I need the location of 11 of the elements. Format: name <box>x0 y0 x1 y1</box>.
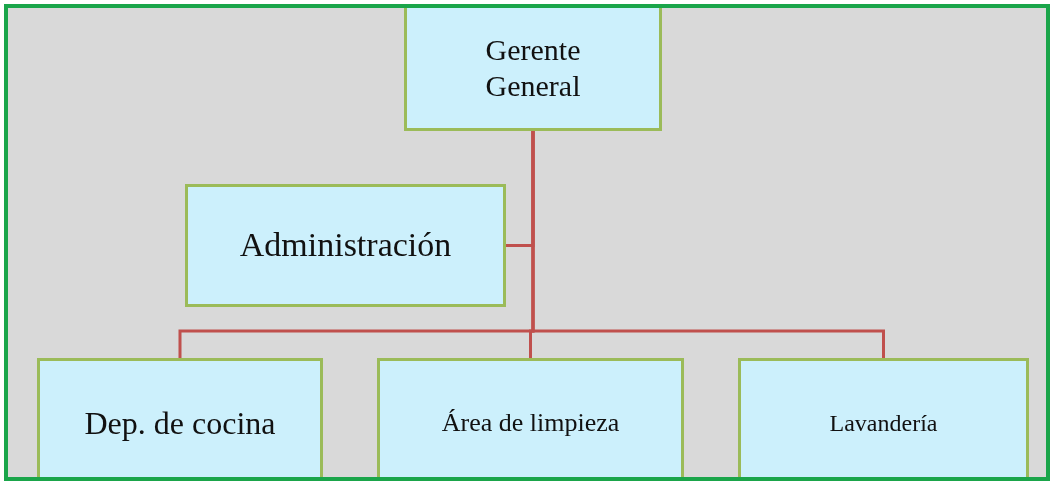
box-label: Gerente General <box>484 31 582 104</box>
org-box <box>185 184 506 307</box>
box-label: Lavandería <box>829 408 938 438</box>
org-box <box>37 358 323 477</box>
org-box <box>738 358 1029 477</box>
box-label: Administración <box>239 225 452 266</box>
box-label: Área de limpieza <box>441 407 620 439</box>
org-box <box>404 8 662 131</box>
box-label: Dep. de cocina <box>84 403 276 443</box>
org-box <box>377 358 684 477</box>
connector-line <box>531 131 885 358</box>
